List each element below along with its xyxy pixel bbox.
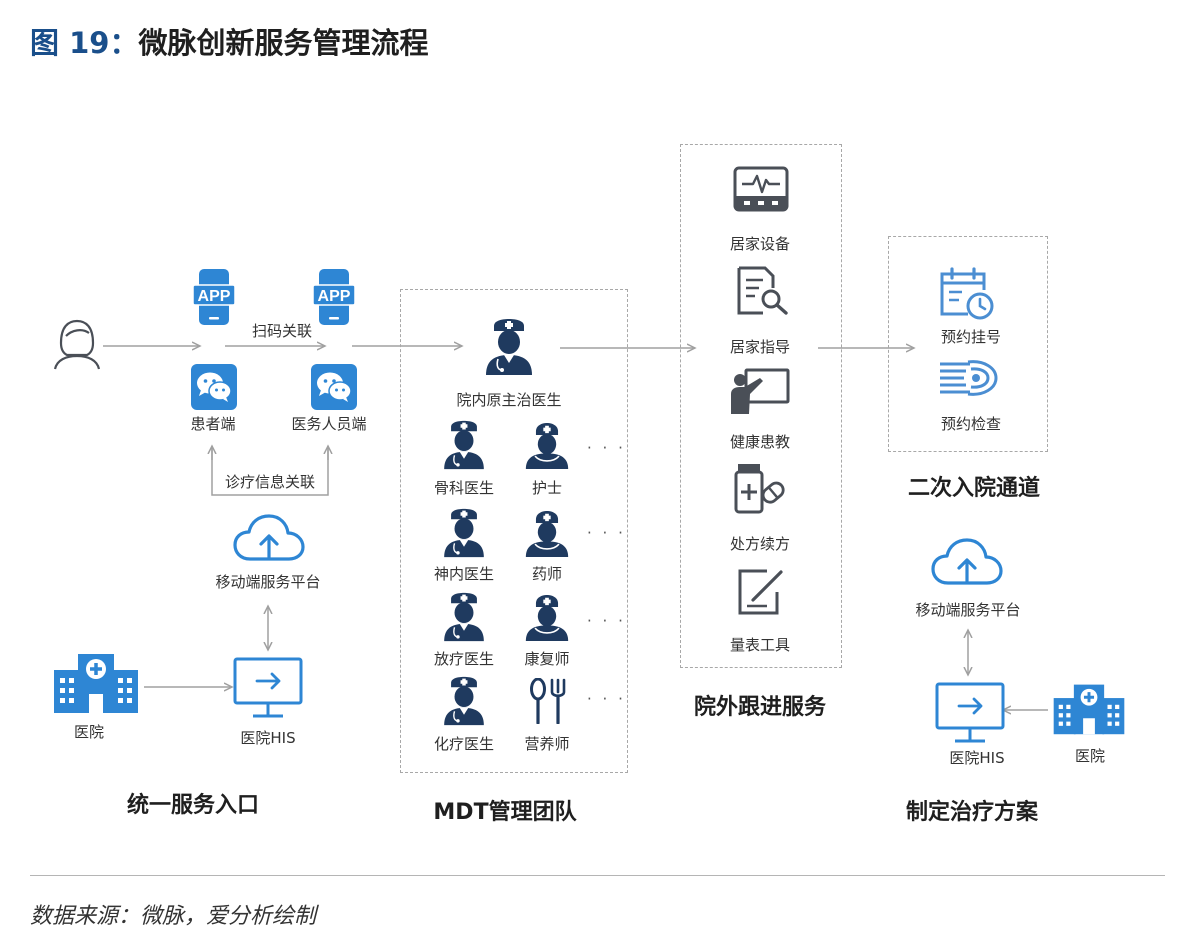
cloud-upload-icon-right xyxy=(931,538,1003,585)
hospital-icon-left xyxy=(54,654,138,713)
member-label-8: 营养师 xyxy=(524,735,570,753)
scale-tool-edit-icon xyxy=(738,569,783,615)
lead-doctor-icon xyxy=(486,319,532,375)
hospital-icon-right xyxy=(1053,684,1125,735)
followup-label-3: 健康患教 xyxy=(729,433,791,451)
patient-app-label: 患者端 xyxy=(190,415,236,433)
mobile-platform-label-left: 移动端服务平台 xyxy=(215,573,321,591)
member-label-3: 神内医生 xyxy=(433,565,495,583)
followup-label-4: 处方续方 xyxy=(729,535,791,553)
medical-app-icon: APP xyxy=(312,269,356,325)
neurology-doctor-icon xyxy=(444,508,484,558)
section-mdt: MDT管理团队 xyxy=(433,800,577,825)
followup-label-5: 量表工具 xyxy=(729,636,791,654)
readmit-box xyxy=(888,236,1048,452)
diag-link-bracket xyxy=(211,448,329,496)
rehab-therapist-icon xyxy=(525,595,569,641)
followup-label-2: 居家指导 xyxy=(729,338,791,356)
more-members-3: · · · xyxy=(587,612,626,630)
orthopedic-doctor-icon xyxy=(444,420,484,470)
more-members-4: · · · xyxy=(587,690,626,708)
pharmacist-icon xyxy=(525,511,569,557)
footer-divider xyxy=(30,875,1165,876)
source-note: 数据来源：微脉，爱分析绘制 xyxy=(30,904,317,929)
lead-doctor-label: 院内原主治医生 xyxy=(456,391,562,409)
spoon-fork-icon xyxy=(530,678,566,724)
home-device-monitor-icon xyxy=(733,166,789,212)
his-label-right: 医院HIS xyxy=(949,749,1005,767)
patient-icon xyxy=(53,319,101,370)
radiotherapy-doctor-icon xyxy=(444,592,484,642)
hospital-label-right: 医院 xyxy=(1074,747,1106,765)
diag-link-label: 诊疗信息关联 xyxy=(224,473,316,491)
teaching-board-icon xyxy=(731,368,790,414)
prescription-pill-icon xyxy=(734,464,785,514)
medical-wechat-icon xyxy=(311,364,357,410)
member-label-6: 康复师 xyxy=(524,650,570,668)
his-label-left: 医院HIS xyxy=(240,729,296,747)
readmit-label-1: 预约挂号 xyxy=(940,328,1002,346)
page-title: 图 19：微脉创新服务管理流程 xyxy=(30,26,429,60)
svg-text:APP: APP xyxy=(198,288,231,305)
member-label-5: 放疗医生 xyxy=(433,650,495,668)
section-entry: 统一服务入口 xyxy=(126,793,260,818)
followup-label-1: 居家设备 xyxy=(729,235,791,253)
medical-app-label: 医务人员端 xyxy=(291,415,367,433)
section-followup: 院外跟进服务 xyxy=(693,695,827,720)
cloud-upload-icon xyxy=(233,514,305,561)
readmit-label-2: 预约检查 xyxy=(940,415,1002,433)
followup-box xyxy=(680,144,842,668)
member-label-7: 化疗医生 xyxy=(433,735,495,753)
his-monitor-icon-right xyxy=(935,682,1005,743)
document-search-icon xyxy=(737,266,788,315)
member-label-2: 护士 xyxy=(531,479,563,497)
section-treatment: 制定治疗方案 xyxy=(905,800,1039,825)
scan-link-label: 扫码关联 xyxy=(251,322,313,340)
patient-wechat-icon xyxy=(191,364,237,410)
member-label-4: 药师 xyxy=(531,565,563,583)
hospital-label-left: 医院 xyxy=(73,723,105,741)
more-members-1: · · · xyxy=(587,439,626,457)
svg-text:APP: APP xyxy=(318,288,351,305)
chemotherapy-doctor-icon xyxy=(444,676,484,726)
mdt-box xyxy=(400,289,628,773)
section-readmit: 二次入院通道 xyxy=(907,476,1041,501)
his-monitor-icon-left xyxy=(233,657,303,718)
member-label-1: 骨科医生 xyxy=(433,479,495,497)
scan-check-icon xyxy=(940,360,998,396)
calendar-clock-icon xyxy=(940,267,994,320)
mobile-platform-label-right: 移动端服务平台 xyxy=(915,601,1021,619)
patient-app-icon: APP xyxy=(192,269,236,325)
more-members-2: · · · xyxy=(587,524,626,542)
nurse-icon xyxy=(525,423,569,469)
